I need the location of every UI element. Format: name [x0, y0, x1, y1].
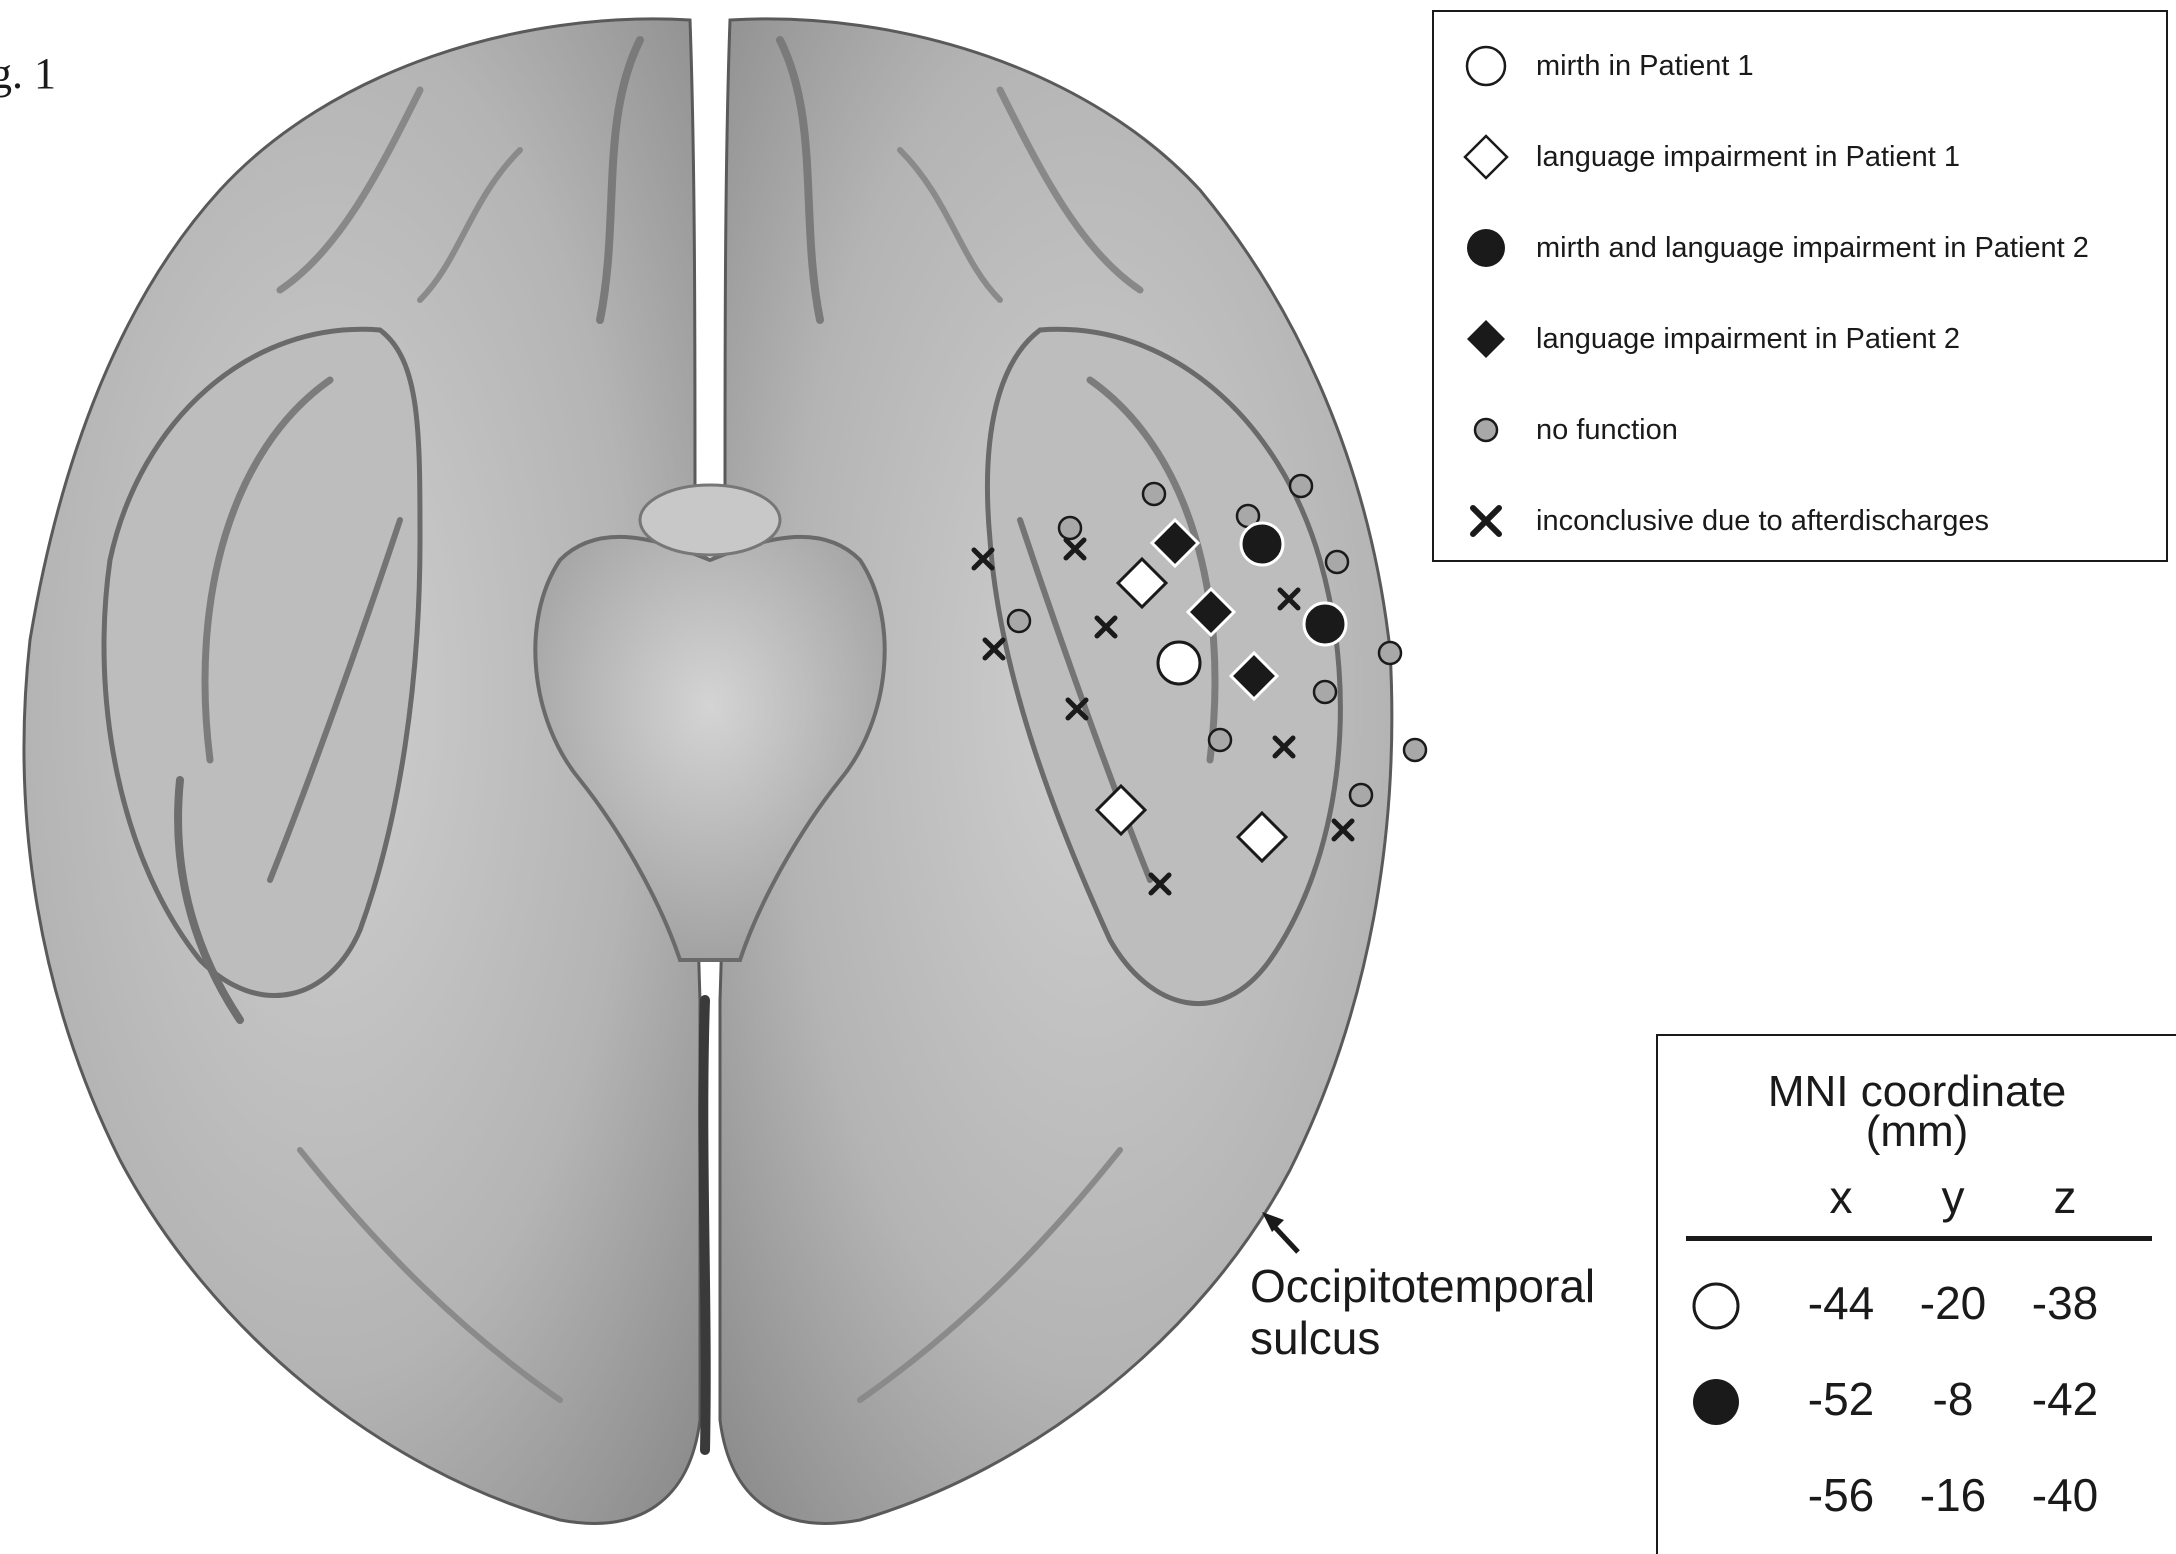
language-p1-marker: [1097, 786, 1145, 834]
afterdischarge-marker: [1068, 700, 1086, 718]
mirth-p1-marker: [1158, 642, 1200, 684]
language-p2-marker: [1231, 653, 1277, 699]
annotation-line-2: sulcus: [1250, 1312, 1595, 1364]
language-p1-marker: [1238, 813, 1286, 861]
legend-label: inconclusive due to afterdischarges: [1536, 505, 1989, 538]
afterdischarge-marker: [1066, 540, 1084, 558]
row2-z: -42: [2010, 1372, 2120, 1426]
legend-item: inconclusive due to afterdischarges: [1434, 491, 2166, 551]
header-x: x: [1786, 1170, 1896, 1224]
open-circle-icon: [1462, 42, 1510, 90]
row3-y: -16: [1898, 1468, 2008, 1522]
mirth-language-p2-marker: [1241, 523, 1283, 565]
afterdischarge-marker: [1334, 821, 1352, 839]
language-p2-marker: [1188, 589, 1234, 635]
afterdischarge-marker: [974, 550, 992, 568]
language-p1-marker: [1118, 559, 1166, 607]
row1-x: -44: [1786, 1276, 1896, 1330]
row3-z: -40: [2010, 1468, 2120, 1522]
afterdischarge-marker: [1151, 875, 1169, 893]
no-function-marker: [1143, 483, 1165, 505]
no-function-marker: [1314, 681, 1336, 703]
legend-item: language impairment in Patient 2: [1434, 309, 2166, 369]
electrode-markers: [0, 0, 1440, 1540]
legend-label: mirth in Patient 1: [1536, 50, 1754, 83]
legend-item: mirth and language impairment in Patient…: [1434, 218, 2166, 278]
legend-item: language impairment in Patient 1: [1434, 127, 2166, 187]
cross-icon: [1462, 497, 1510, 545]
gray-circle-icon: [1462, 406, 1510, 454]
no-function-marker: [1059, 517, 1081, 539]
afterdischarge-marker: [1097, 618, 1115, 636]
afterdischarge-marker: [985, 640, 1003, 658]
mni-coordinate-table: MNI coordinate (mm) x y z -44 -20 -38 -5…: [1656, 1034, 2176, 1554]
open-circle-icon: [1690, 1280, 1742, 1332]
row2-x: -52: [1786, 1372, 1896, 1426]
afterdischarge-marker: [1275, 738, 1293, 756]
legend-label: mirth and language impairment in Patient…: [1536, 232, 2089, 265]
table-divider: [1686, 1236, 2152, 1241]
row3-x: -56: [1786, 1468, 1896, 1522]
sulcus-annotation: Occipitotemporal sulcus: [1250, 1260, 1595, 1364]
no-function-marker: [1290, 475, 1312, 497]
row1-z: -38: [2010, 1276, 2120, 1330]
legend-item: no function: [1434, 400, 2166, 460]
language-p2-marker: [1152, 520, 1198, 566]
no-function-marker: [1008, 610, 1030, 632]
row1-y: -20: [1898, 1276, 2008, 1330]
legend-label: no function: [1536, 414, 1678, 447]
mirth-language-p2-marker: [1304, 603, 1346, 645]
no-function-marker: [1209, 729, 1231, 751]
mni-title-line-1: MNI coordinate: [1658, 1072, 2176, 1112]
mni-title-line-2: (mm): [1658, 1112, 2176, 1152]
header-y: y: [1898, 1170, 2008, 1224]
filled-circle-icon: [1462, 224, 1510, 272]
legend: mirth in Patient 1 language impairment i…: [1432, 10, 2168, 562]
afterdischarge-marker: [1280, 590, 1298, 608]
annotation-line-1: Occipitotemporal: [1250, 1260, 1595, 1312]
header-z: z: [2010, 1170, 2120, 1224]
no-function-marker: [1326, 551, 1348, 573]
row2-y: -8: [1898, 1372, 2008, 1426]
legend-label: language impairment in Patient 2: [1536, 323, 1960, 356]
filled-circle-icon: [1690, 1376, 1742, 1428]
no-function-marker: [1350, 784, 1372, 806]
legend-label: language impairment in Patient 1: [1536, 141, 1960, 174]
mni-title: MNI coordinate (mm): [1658, 1072, 2176, 1152]
no-function-marker: [1379, 642, 1401, 664]
legend-item: mirth in Patient 1: [1434, 36, 2166, 96]
open-diamond-icon: [1462, 133, 1510, 181]
filled-diamond-icon: [1462, 315, 1510, 363]
no-function-marker: [1404, 739, 1426, 761]
